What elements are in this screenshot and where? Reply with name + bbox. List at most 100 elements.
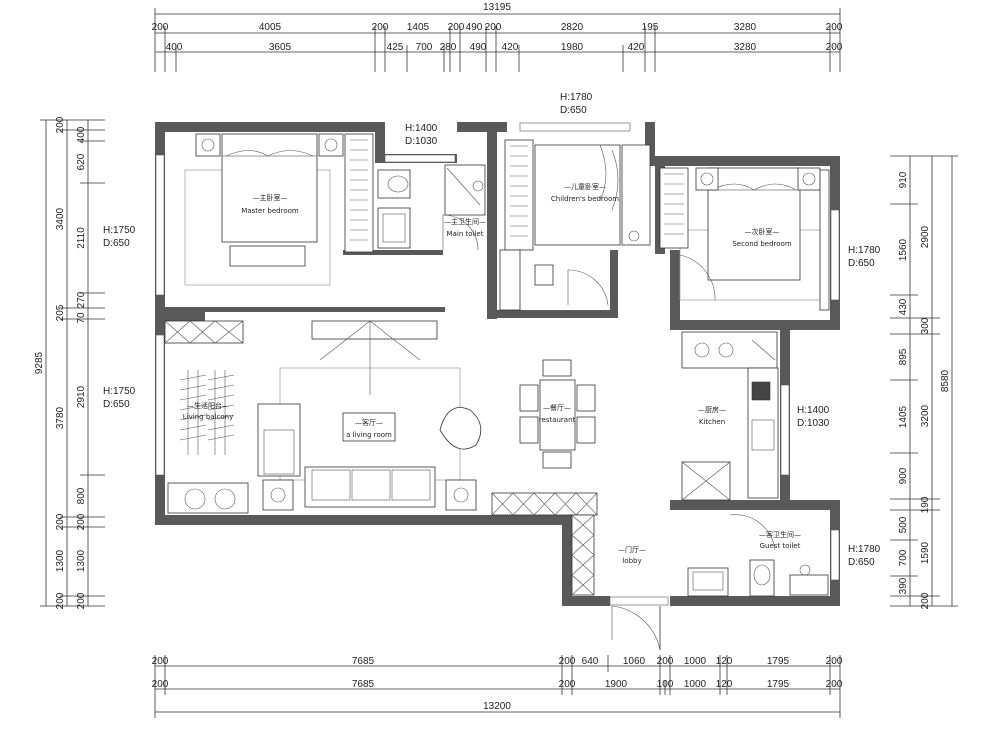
dim-label: 420	[628, 42, 645, 53]
dim-label: 205	[55, 304, 66, 321]
kitchen: —厨房— Kitchen	[681, 331, 779, 501]
window-height-label: H:1780	[848, 245, 881, 256]
window-depth-label: D:1030	[797, 418, 830, 429]
dim-label: 200	[826, 656, 843, 667]
window-height-label: H:1400	[797, 405, 830, 416]
dim-label: 200	[76, 513, 87, 530]
dim-label: 1795	[767, 679, 790, 690]
dim-label: 1560	[898, 238, 909, 261]
window-depth-label: D:650	[103, 399, 130, 410]
dim-top-total: 13195	[483, 2, 511, 13]
window-depth-label: D:650	[848, 258, 875, 269]
room-label-guest-toilet-cn: —客卫生间—	[759, 530, 801, 539]
room-label-master-cn: —主卧室—	[253, 193, 288, 202]
room-label-main-toilet-en: Main toilet	[447, 230, 484, 238]
dim-label: 200	[485, 22, 502, 33]
dim-label: 300	[920, 317, 931, 334]
room-label-balcony-cn: —生活阳台—	[187, 401, 229, 410]
dim-label: 430	[898, 298, 909, 315]
right-dimensions: 8580 2900 300 3200 190 1590 200 910 1560…	[890, 155, 958, 609]
room-label-living-cn: —客厅—	[355, 418, 383, 427]
dim-label: 4005	[259, 22, 282, 33]
dim-label: 7685	[352, 679, 375, 690]
room-label-lobby-en: lobby	[622, 557, 641, 565]
living-balcony: —生活阳台— Living balcony	[167, 370, 249, 514]
dim-label: 700	[898, 549, 909, 566]
dim-label: 1000	[684, 656, 707, 667]
dim-label: 200	[826, 679, 843, 690]
dim-label: 70	[76, 312, 87, 324]
dim-label: 3200	[920, 404, 931, 427]
dim-label: 200	[448, 22, 465, 33]
dim-label: 2110	[76, 227, 87, 249]
dim-label: 640	[582, 656, 599, 667]
room-label-balcony-en: Living balcony	[183, 413, 233, 421]
dim-label: 3780	[55, 406, 66, 429]
dim-label: 1980	[561, 42, 584, 53]
dim-label: 400	[76, 126, 87, 143]
bottom-dimensions: 200 7685 200 640 1060 200 1000 120 1795 …	[152, 655, 843, 718]
dim-label: 200	[152, 22, 169, 33]
dim-label: 200	[826, 22, 843, 33]
room-label-children-cn: —儿童卧室—	[564, 182, 606, 191]
dim-label: 490	[470, 42, 487, 53]
room-label-second-cn: —次卧室—	[745, 227, 780, 236]
dim-label: 1590	[920, 541, 931, 564]
top-dimensions: 13195 200 4005 200 1405 200 490 200 2820…	[152, 2, 843, 72]
dim-label: 200	[76, 592, 87, 609]
dim-label: 390	[898, 577, 909, 594]
dim-left-total: 9285	[34, 351, 45, 374]
dim-label: 200	[55, 513, 66, 530]
dim-label: 425	[387, 42, 404, 53]
dim-bottom-total: 13200	[483, 701, 511, 712]
dim-label: 1000	[684, 679, 707, 690]
dim-label: 2820	[561, 22, 584, 33]
window-depth-label: D:650	[103, 238, 130, 249]
dim-label: 200	[372, 22, 389, 33]
dim-label: 200	[152, 656, 169, 667]
dim-label: 280	[440, 42, 457, 53]
dim-label: 200	[559, 656, 576, 667]
dim-label: 1300	[76, 549, 87, 572]
master-bedroom: —主卧室— Master bedroom	[184, 133, 374, 286]
dim-label: 800	[76, 487, 87, 504]
window-openings	[155, 122, 840, 606]
dim-label: 900	[898, 467, 909, 484]
room-label-second-en: Second bedroom	[732, 240, 791, 248]
room-label-main-toilet-cn: —主卫生间—	[444, 217, 486, 226]
room-label-guest-toilet-en: Guest toilet	[760, 542, 801, 550]
window-depth-label: D:650	[560, 105, 587, 116]
window-height-label: H:1750	[103, 386, 136, 397]
dim-label: 270	[76, 291, 87, 308]
dim-label: 1900	[605, 679, 628, 690]
guest-toilet: —客卫生间— Guest toilet	[687, 514, 829, 597]
dim-label: 620	[76, 153, 87, 170]
window-depth-label: D:650	[848, 557, 875, 568]
room-label-living-en: a living room	[346, 431, 392, 439]
dim-label: 100	[657, 679, 674, 690]
room-label-kitchen-cn: —厨房—	[698, 405, 726, 414]
left-dimensions: 9285 200 3400 205 3780 200 1300 200 400 …	[34, 116, 105, 609]
room-label-kitchen-en: Kitchen	[699, 418, 725, 426]
restaurant: —餐厅— restaurant	[491, 359, 598, 596]
dim-label: 910	[898, 171, 909, 188]
dim-label: 895	[898, 348, 909, 365]
dim-label: 3605	[269, 42, 292, 53]
window-height-label: H:1750	[103, 225, 136, 236]
main-toilet: —主卫生间— Main toilet	[377, 164, 486, 251]
dim-label: 400	[166, 42, 183, 53]
dim-label: 3280	[734, 22, 757, 33]
dim-label: 190	[920, 496, 931, 513]
dim-label: 195	[642, 22, 659, 33]
room-label-master-en: Master bedroom	[241, 207, 299, 215]
dim-label: 420	[502, 42, 519, 53]
dim-label: 200	[826, 42, 843, 53]
dim-label: 1405	[898, 405, 909, 428]
dim-label: 3280	[734, 42, 757, 53]
room-label-restaurant-cn: —餐厅—	[543, 403, 571, 412]
dim-label: 200	[559, 679, 576, 690]
second-bedroom: —次卧室— Second bedroom	[659, 167, 830, 311]
dim-label: 700	[416, 42, 433, 53]
dim-label: 200	[657, 656, 674, 667]
